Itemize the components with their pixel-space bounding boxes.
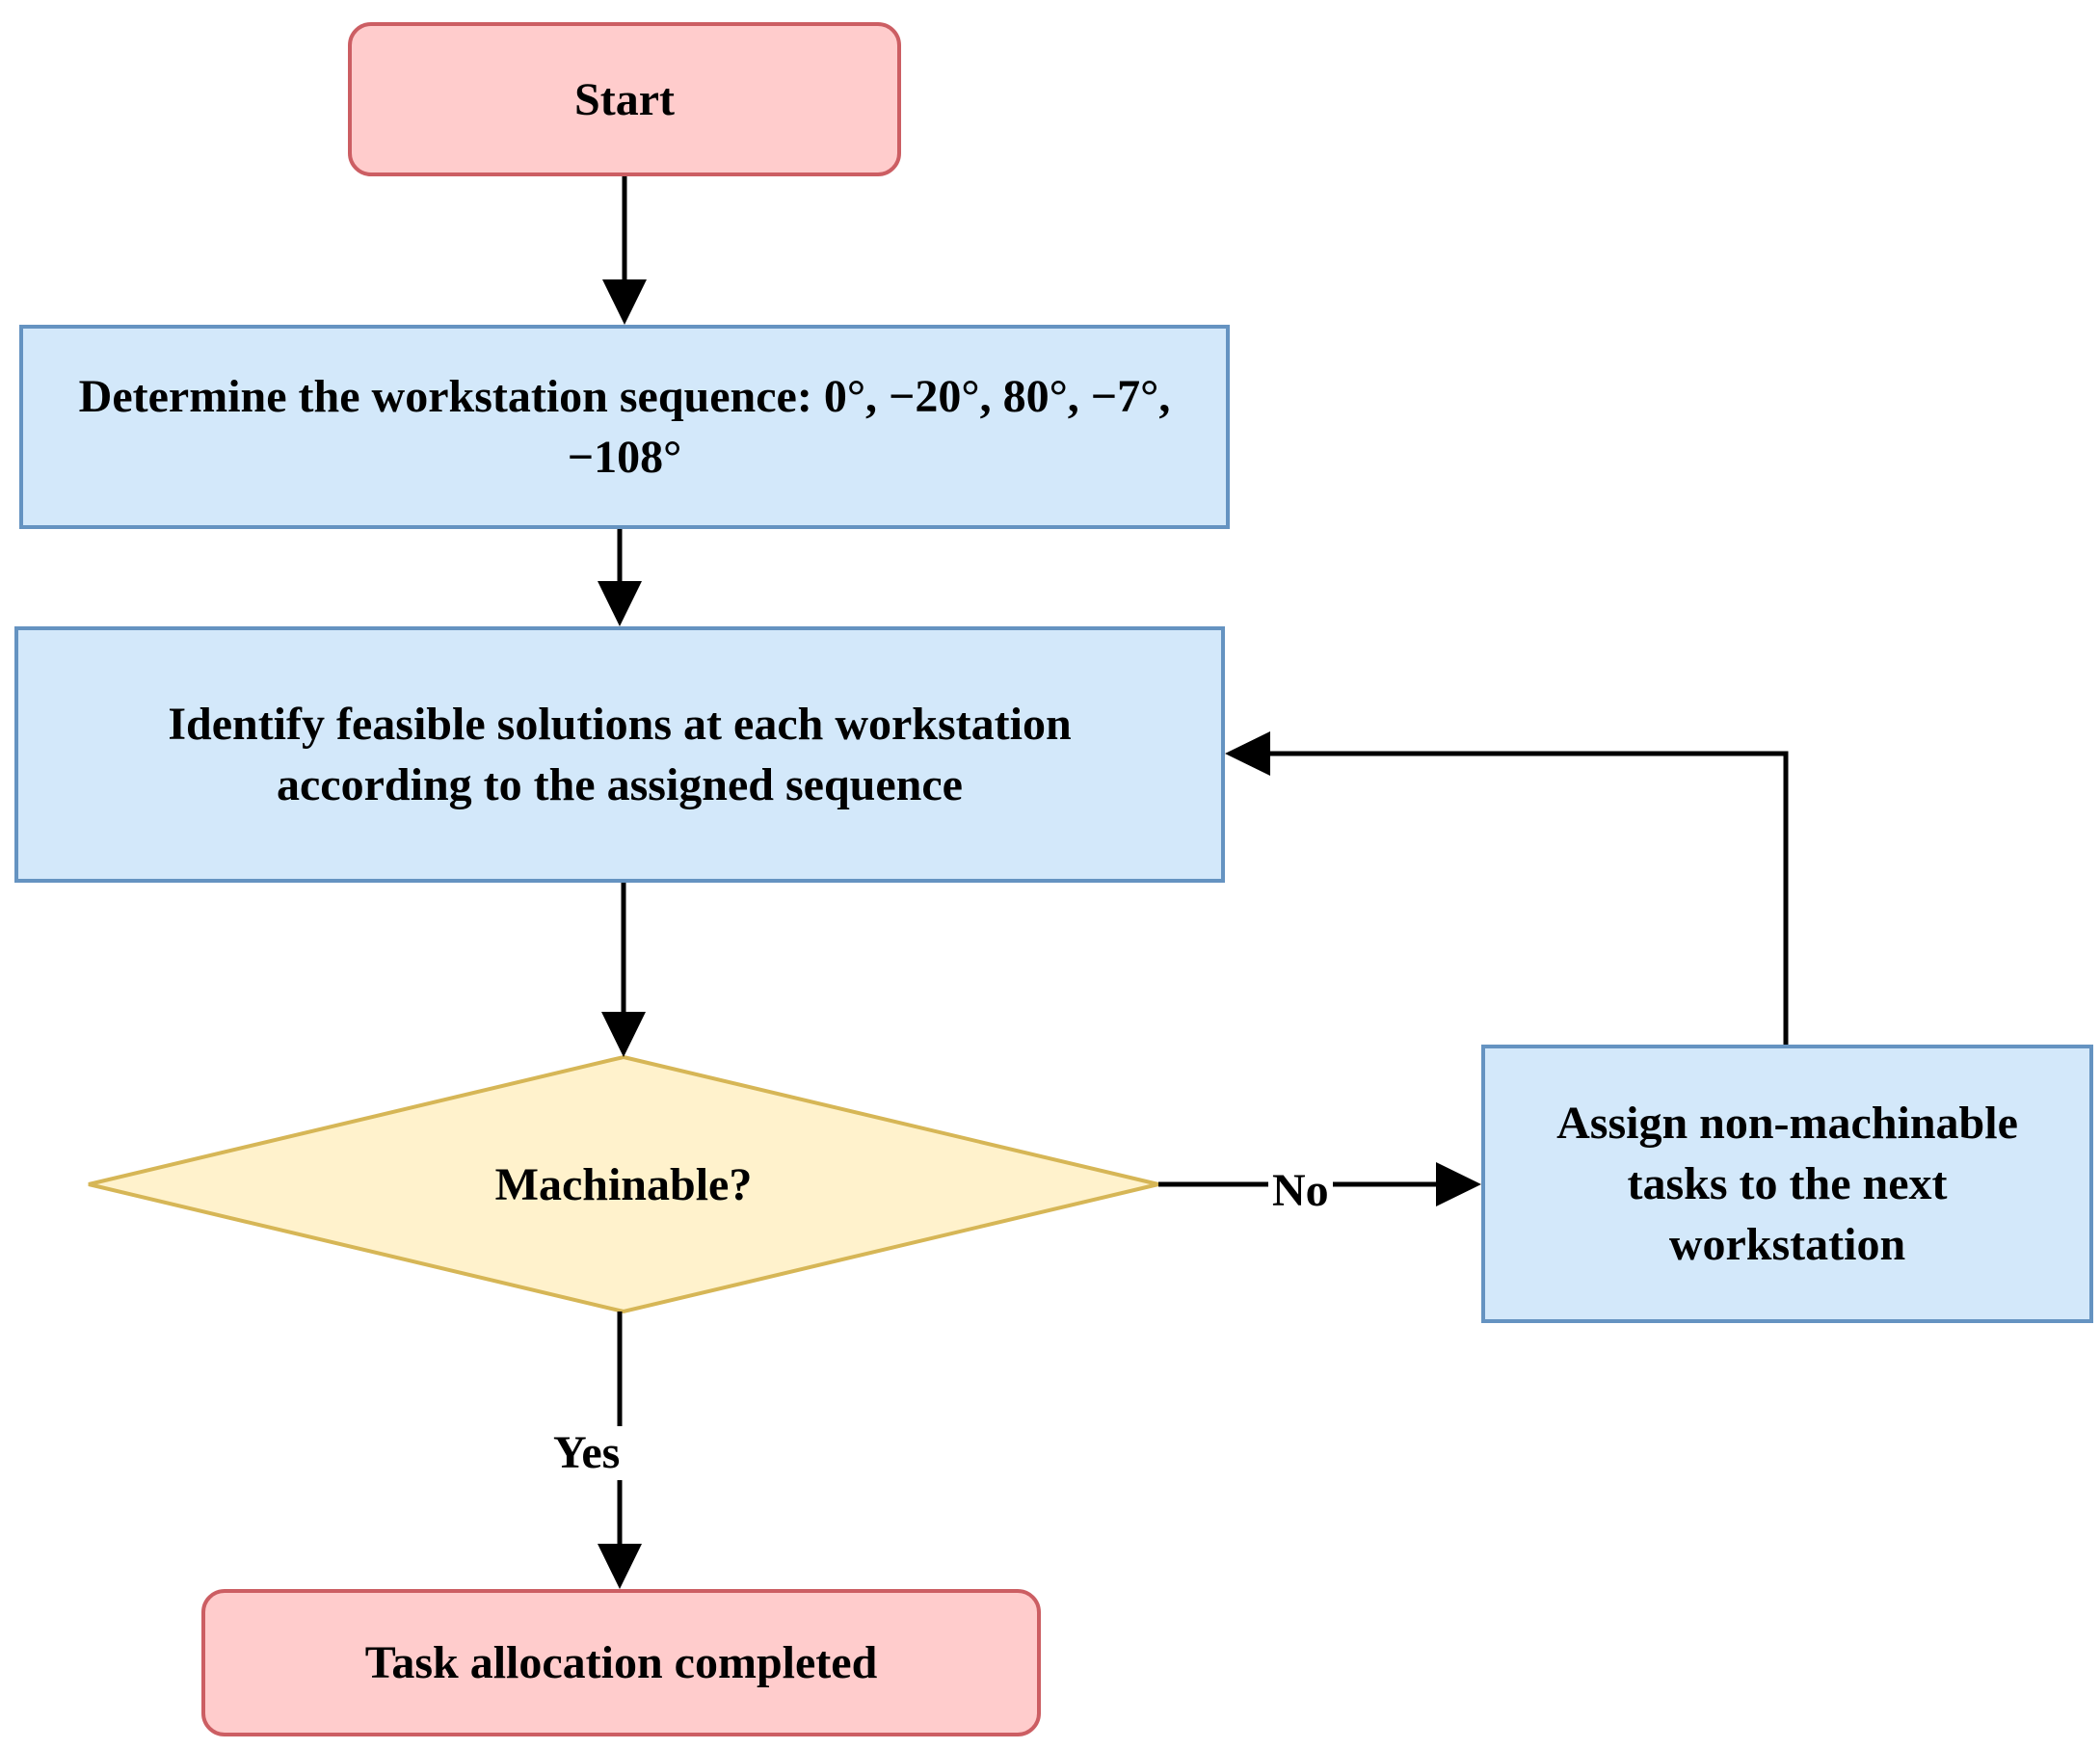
edge-label-no: No <box>1268 1164 1333 1218</box>
arrowhead-start-to-sequence <box>602 279 647 325</box>
decision-node-label: Machinable? <box>494 1159 753 1210</box>
assign-tasks-node: Assign non-machinable tasks to the next … <box>1481 1045 2093 1323</box>
edge-label-yes: Yes <box>549 1426 625 1480</box>
workstation-sequence-label: Determine the workstation sequence: 0°, … <box>78 371 1171 483</box>
arrowhead-decision-to-end <box>598 1544 642 1589</box>
start-node-label: Start <box>574 73 675 125</box>
arrow-assign-to-identify <box>1268 751 1789 1045</box>
arrowhead-decision-to-assign <box>1436 1162 1481 1206</box>
end-node: Task allocation completed <box>201 1589 1041 1736</box>
identify-solutions-node: Identify feasible solutions at each work… <box>14 626 1225 883</box>
arrowhead-identify-to-decision <box>601 1012 646 1057</box>
assign-tasks-label: Assign non-machinable tasks to the next … <box>1556 1098 2018 1270</box>
arrowhead-assign-to-identify <box>1225 731 1270 776</box>
identify-solutions-label: Identify feasible solutions at each work… <box>168 699 1072 810</box>
arrowhead-sequence-to-identify <box>598 581 642 626</box>
decision-diamond <box>88 1054 1159 1314</box>
start-node: Start <box>348 22 901 176</box>
end-node-label: Task allocation completed <box>364 1637 878 1688</box>
workstation-sequence-node: Determine the workstation sequence: 0°, … <box>19 325 1230 529</box>
